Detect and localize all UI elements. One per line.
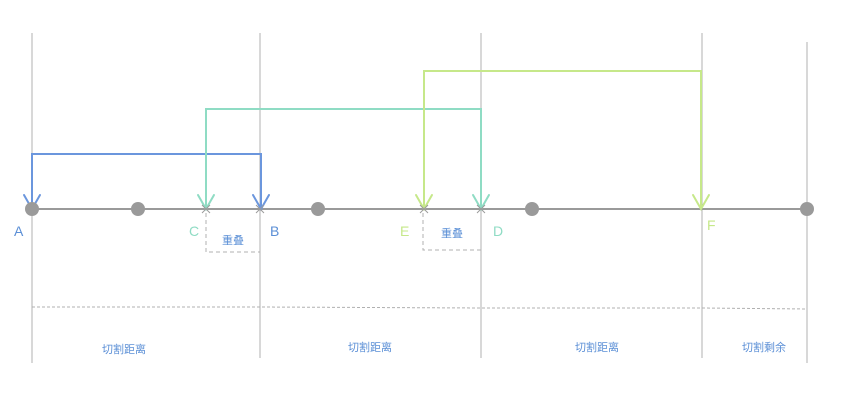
point-label-c: C bbox=[189, 223, 199, 239]
point-label-b: B bbox=[270, 223, 279, 239]
overlap-box-1 bbox=[205, 213, 261, 253]
cross-b-2 bbox=[255, 204, 265, 214]
segment-dash-line bbox=[32, 306, 808, 310]
overlap-label-1: 重叠 bbox=[222, 233, 244, 247]
overlap-box-2 bbox=[422, 213, 482, 251]
point-label-a: A bbox=[14, 223, 24, 239]
cross-d-2 bbox=[476, 204, 486, 214]
node-4 bbox=[525, 202, 539, 216]
point-label-f: F bbox=[707, 217, 716, 233]
bracket-a-b bbox=[31, 153, 262, 209]
segment-label-2: 切割距离 bbox=[348, 340, 392, 354]
node-end bbox=[800, 202, 814, 216]
node-a bbox=[25, 202, 39, 216]
cross-c-2 bbox=[201, 204, 211, 214]
segment-label-1: 切割距离 bbox=[102, 342, 146, 356]
overlap-label-2: 重叠 bbox=[441, 226, 463, 240]
bracket-c-d bbox=[205, 108, 482, 209]
segment-label-4: 切割剩余 bbox=[742, 340, 786, 354]
segment-label-3: 切割距离 bbox=[575, 340, 619, 354]
bracket-e-f bbox=[423, 70, 702, 209]
point-label-d: D bbox=[493, 223, 503, 239]
arrow-head-f bbox=[692, 194, 710, 212]
node-3 bbox=[311, 202, 325, 216]
vertical-guides bbox=[31, 33, 808, 363]
node-2 bbox=[131, 202, 145, 216]
cross-e-2 bbox=[419, 204, 429, 214]
point-label-e: E bbox=[400, 223, 409, 239]
arrow-head-b bbox=[252, 194, 270, 212]
